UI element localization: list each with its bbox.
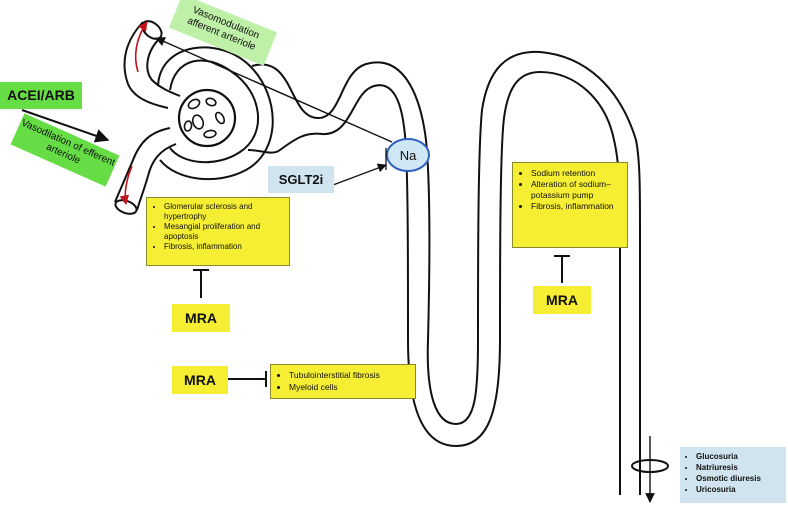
glomerular-effect-item: Glomerular sclerosis and hypertrophy (164, 202, 285, 222)
glomerular-effect-item: Mesangial proliferation and apoptosis (164, 222, 285, 242)
tubular-effect-item: Tubulointerstitial fibrosis (289, 369, 411, 381)
sglt2i-label: SGLT2i (268, 166, 334, 193)
collecting-effect-item: Glucosuria (696, 451, 782, 462)
mra-tubular-inhibit (228, 371, 267, 387)
glomerular-effect-item: Fibrosis, inflammation (164, 242, 285, 252)
collecting-effect-item: Uricosuria (696, 484, 782, 495)
collecting-effect-item: Natriuresis (696, 462, 782, 473)
collecting-effect-item: Osmotic diuresis (696, 473, 782, 484)
distal-effect-item: Alteration of sodium–potassium pump (531, 179, 623, 201)
nephron-tubule (247, 50, 669, 495)
mra-tubular-label: MRA (172, 366, 228, 394)
distal-effect-item: Fibrosis, inflammation (531, 201, 623, 212)
mra-glomerular-inhibit (193, 269, 209, 298)
vasomodulation-arrow (155, 37, 393, 143)
bowman-capsule (157, 46, 274, 181)
mra-glomerular-label: MRA (172, 304, 230, 332)
acei-arb-label: ACEI/ARB (0, 82, 82, 109)
mra-distal-label: MRA (533, 286, 591, 314)
collecting-effects-box: Glucosuria Natriuresis Osmotic diuresis … (680, 447, 786, 503)
na-label: Na (400, 148, 417, 163)
efferent-flow-arrow (119, 165, 133, 205)
tubular-effects-box: Tubulointerstitial fibrosis Myeloid cell… (270, 364, 416, 399)
distal-effects-box: Sodium retention Alteration of sodium–po… (512, 162, 628, 248)
afferent-arteriole (123, 20, 181, 109)
na-transporter (386, 138, 430, 172)
afferent-flow-arrow (134, 21, 148, 73)
glomerulus (177, 88, 237, 148)
distal-effect-item: Sodium retention (531, 168, 623, 179)
mra-distal-inhibit (554, 255, 570, 283)
tubular-effect-item: Myeloid cells (289, 381, 411, 393)
sglt2i-arrow (332, 163, 387, 186)
glomerular-effects-box: Glomerular sclerosis and hypertrophy Mes… (146, 197, 290, 266)
acei-arb-arrow (21, 109, 110, 143)
